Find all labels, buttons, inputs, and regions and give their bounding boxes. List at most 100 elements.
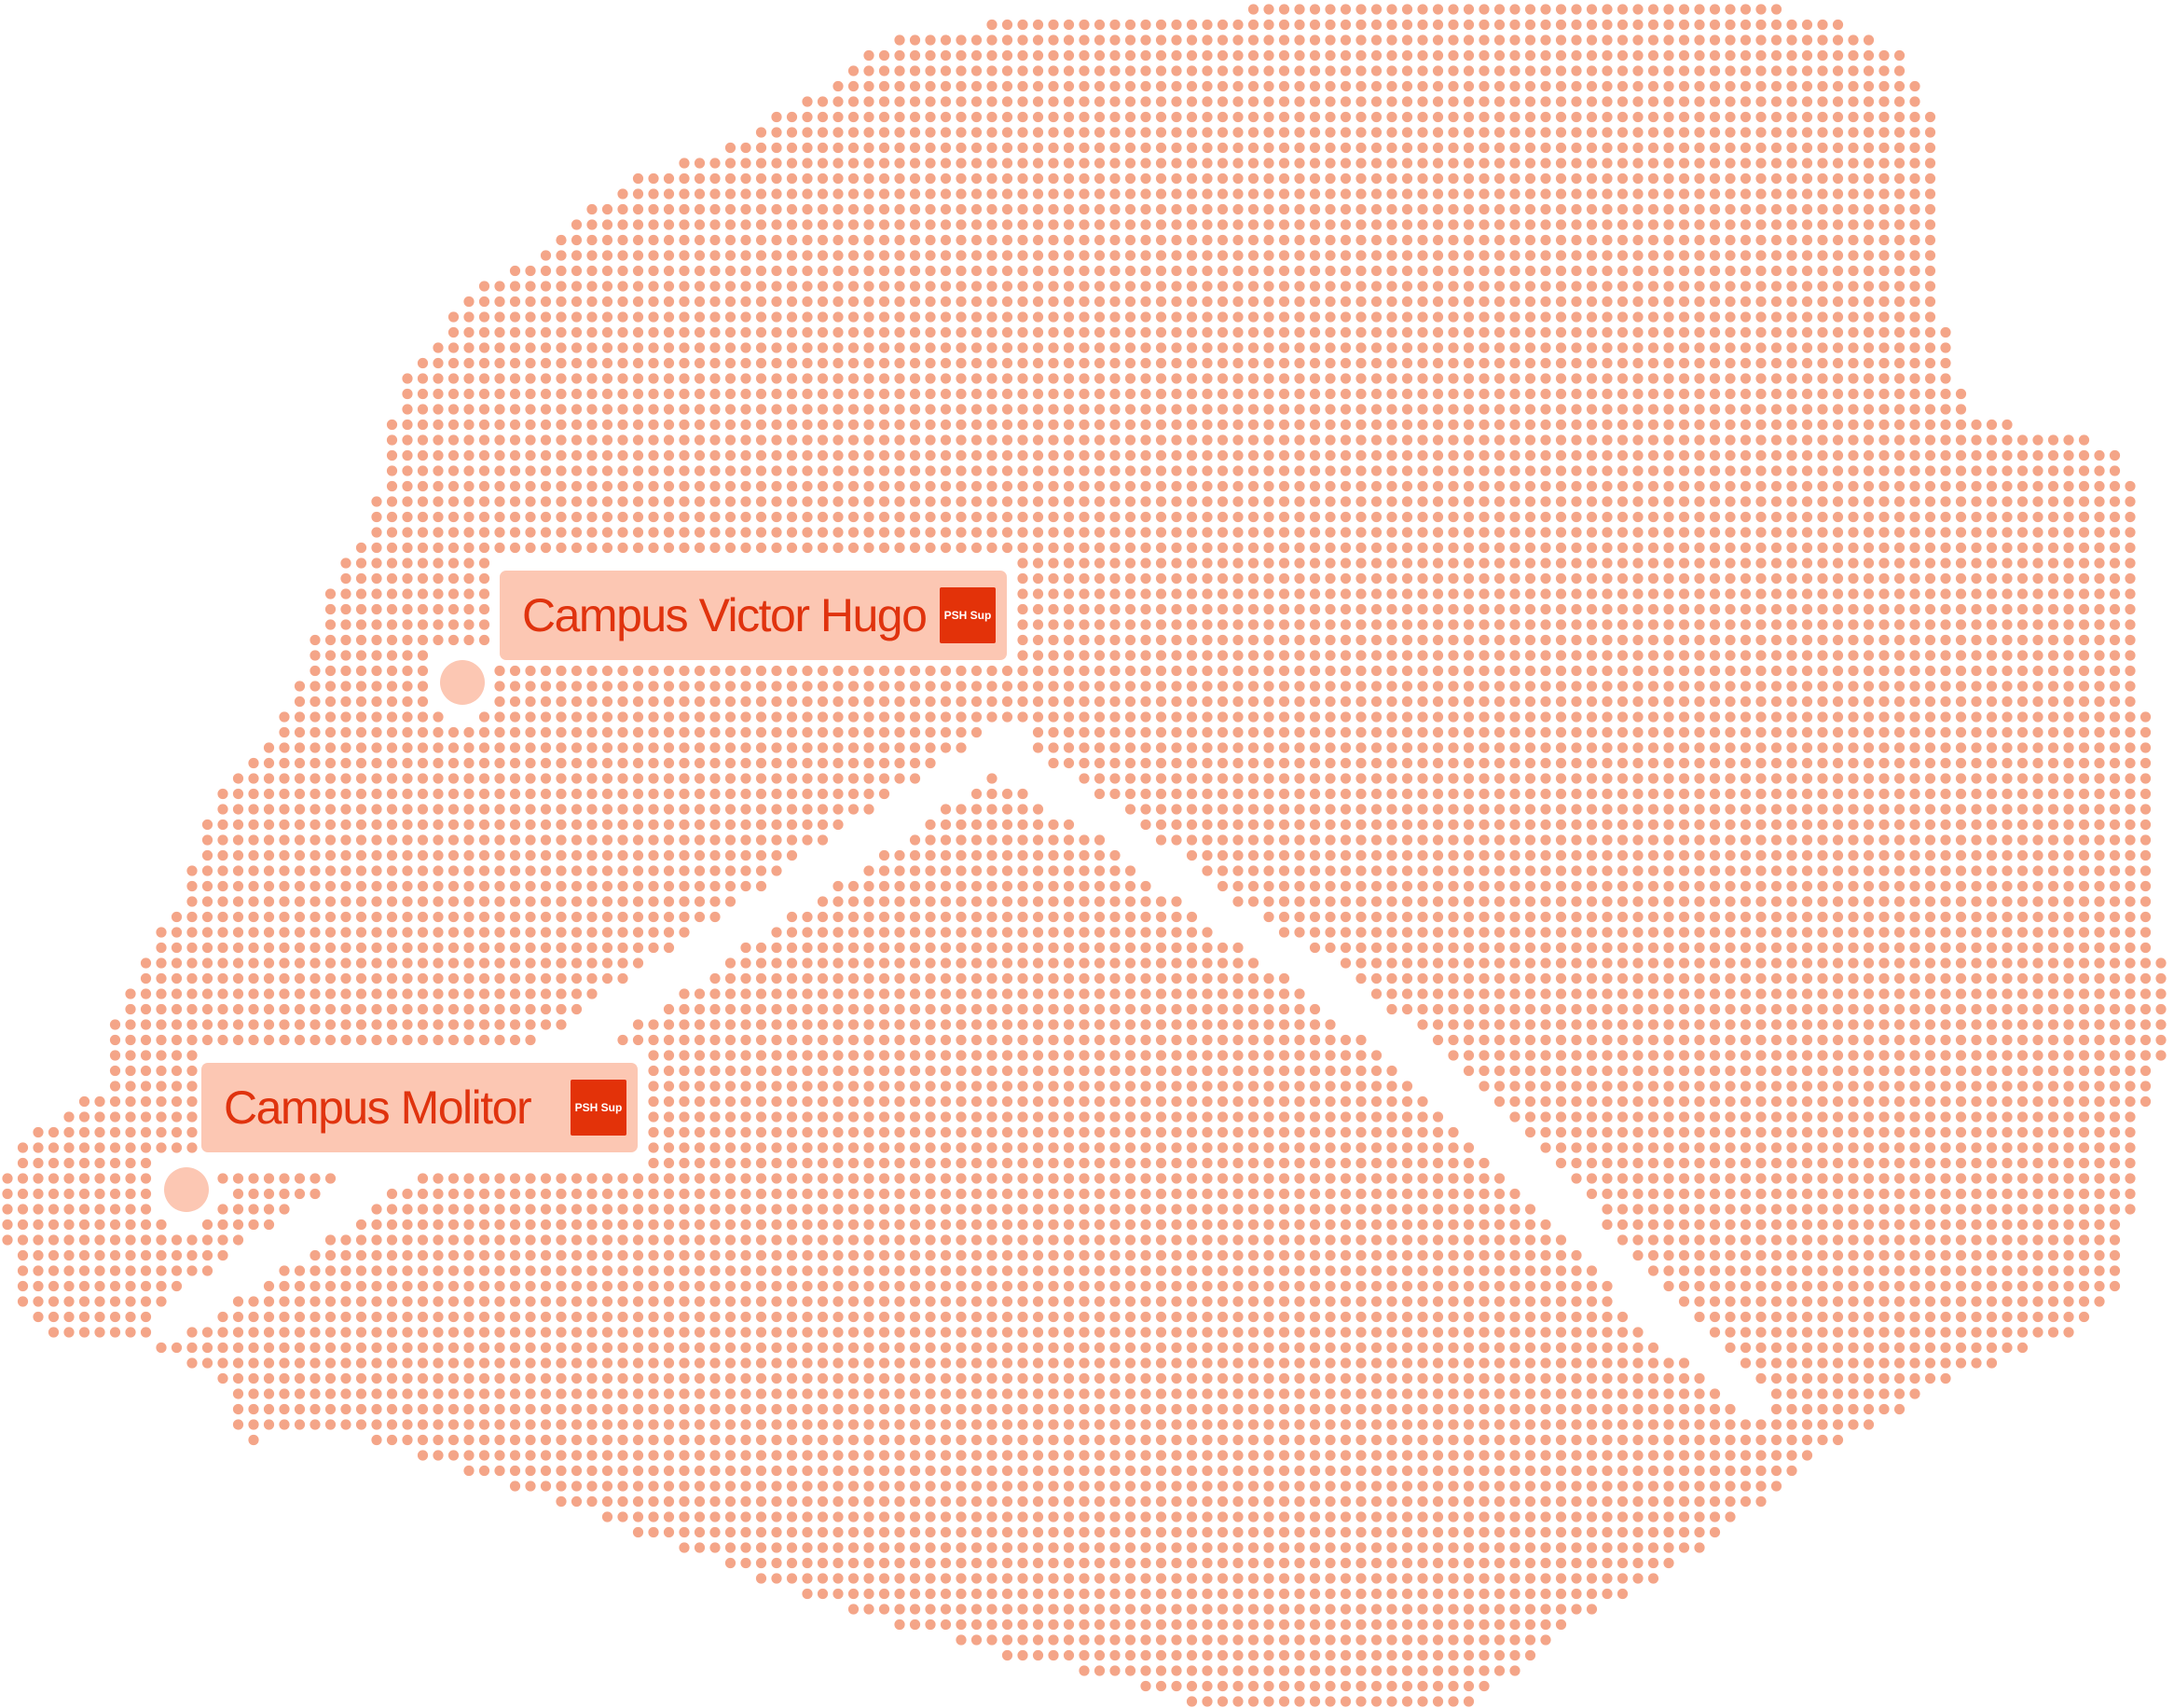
- map-dot: [1140, 650, 1151, 661]
- map-dot: [1493, 619, 1506, 630]
- map-dot: [2016, 696, 2029, 708]
- map-dot: [663, 804, 675, 815]
- map-dot: [1186, 619, 1198, 630]
- map-dot: [1140, 419, 1151, 431]
- map-dot: [2094, 588, 2105, 599]
- map-dot: [1709, 172, 1721, 185]
- map-dot: [1247, 804, 1259, 815]
- map-dot: [1370, 434, 1383, 446]
- map-dot: [1725, 296, 1736, 308]
- map-dot: [724, 449, 736, 461]
- map-dot: [1848, 773, 1859, 784]
- map-dot: [324, 619, 337, 630]
- map-dot: [1355, 111, 1367, 123]
- map-dot: [648, 281, 659, 292]
- map-dot: [433, 419, 444, 431]
- map-dot: [1232, 373, 1244, 384]
- map-dot: [1386, 142, 1397, 154]
- map-dot: [386, 711, 398, 723]
- map-dot: [1801, 388, 1813, 400]
- map-dot: [1878, 773, 1890, 784]
- map-dot: [1401, 634, 1413, 646]
- map-dot: [1571, 742, 1582, 753]
- map-dot: [463, 388, 475, 400]
- map-dot: [832, 311, 844, 323]
- map-dot: [1401, 650, 1413, 661]
- map-dot: [1678, 357, 1690, 369]
- map-dot: [1586, 142, 1598, 154]
- map-dot: [1555, 96, 1567, 107]
- map-dot: [1278, 742, 1290, 753]
- map-dot: [1509, 742, 1520, 753]
- map-dot: [1940, 650, 1951, 661]
- map-dot: [863, 111, 874, 123]
- map-dot: [724, 788, 736, 800]
- map-dot: [1940, 726, 1951, 738]
- map-dot: [617, 465, 628, 476]
- map-dot: [786, 388, 798, 400]
- map-dot: [1355, 558, 1367, 569]
- map-dot: [355, 542, 367, 554]
- map-dot: [663, 711, 675, 723]
- map-dot: [694, 527, 706, 538]
- map-dot: [1217, 388, 1229, 400]
- map-dot: [1325, 49, 1336, 62]
- map-dot: [1832, 188, 1844, 200]
- map-dot: [1878, 188, 1890, 200]
- map-dot: [1124, 265, 1136, 277]
- map-dot: [2140, 711, 2152, 723]
- map-dot: [1694, 342, 1705, 353]
- map-dot: [509, 788, 521, 800]
- map-dot: [1124, 634, 1136, 646]
- map-dot: [1094, 788, 1106, 800]
- map-dot: [1832, 49, 1844, 62]
- map-dot: [1247, 219, 1259, 230]
- map-dot: [1571, 419, 1582, 431]
- map-dot: [1632, 511, 1644, 523]
- map-dot: [1647, 234, 1659, 246]
- map-dot: [1186, 603, 1198, 615]
- map-dot: [1432, 619, 1444, 630]
- map-dot: [417, 373, 429, 384]
- map-dot: [1432, 188, 1444, 200]
- map-dot: [1079, 757, 1090, 769]
- map-dot: [1647, 158, 1659, 169]
- map-dot: [863, 711, 874, 723]
- map-dot: [1109, 588, 1121, 599]
- map-dot: [1432, 634, 1444, 646]
- map-dot: [447, 619, 460, 630]
- map-dot: [1725, 726, 1736, 738]
- map-dot: [494, 542, 505, 554]
- map-dot: [802, 250, 813, 261]
- map-dot: [509, 681, 521, 692]
- map-dot: [1663, 419, 1674, 431]
- map-dot: [1647, 188, 1659, 200]
- map-dot: [571, 419, 583, 431]
- map-dot: [1586, 726, 1598, 738]
- map-dot: [1048, 634, 1059, 646]
- map-dot: [1924, 357, 1936, 369]
- map-dot: [1770, 496, 1782, 507]
- map-dot: [617, 188, 628, 200]
- map-dot: [956, 265, 967, 277]
- map-dot: [1555, 265, 1567, 277]
- map-dot: [1524, 127, 1536, 138]
- map-dot: [1586, 696, 1598, 708]
- map-dot: [1247, 342, 1259, 353]
- map-dot: [679, 203, 690, 215]
- map-dot: [1263, 696, 1274, 708]
- map-dot: [1340, 696, 1352, 708]
- map-dot: [1263, 65, 1274, 76]
- map-dot: [1924, 203, 1936, 215]
- map-dot: [1647, 449, 1659, 461]
- map-dot: [909, 465, 921, 476]
- map-dot: [2016, 726, 2029, 738]
- map-dot: [1848, 465, 1859, 476]
- map-dot: [1217, 711, 1229, 723]
- map-dot: [1401, 373, 1413, 384]
- map-dot: [1186, 711, 1198, 723]
- map-dot: [1124, 757, 1136, 769]
- map-dot: [1617, 588, 1629, 599]
- map-dot: [847, 188, 860, 200]
- map-dot: [709, 158, 721, 169]
